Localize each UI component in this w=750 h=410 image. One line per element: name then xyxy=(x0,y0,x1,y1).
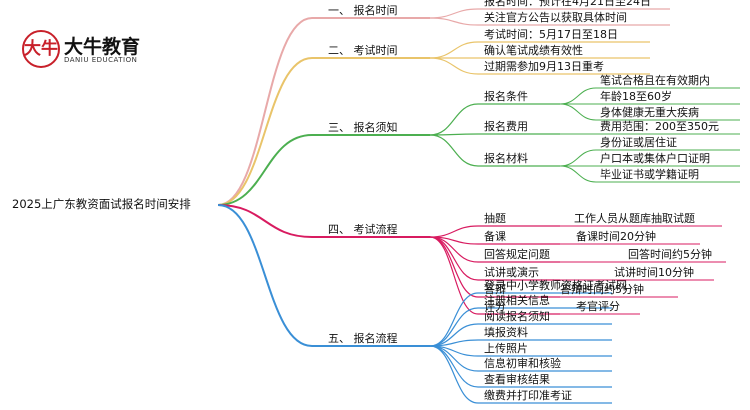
detail-leaf: 费用范围：200至350元 xyxy=(600,120,719,133)
root-topic: 2025上广东教资面试报名时间安排 xyxy=(12,197,191,211)
branch-edge xyxy=(217,204,313,347)
subtopic: 信息初审和核验 xyxy=(484,357,561,370)
detail-leaf: 答辩时间约5分钟 xyxy=(560,283,644,296)
subtopic: 阅读报名须知 xyxy=(484,310,550,323)
brand-logo: 大牛 大牛教育 DANIU EDUCATION xyxy=(22,30,172,74)
brand-mark-icon: 大牛 xyxy=(22,30,60,68)
subtopic: 登录中小学教师资格证考试网 xyxy=(484,279,627,292)
detail-leaf: 试讲时间10分钟 xyxy=(614,266,694,279)
subtopic-edge xyxy=(429,236,479,298)
subtopic: 查看审核结果 xyxy=(484,373,550,386)
branch-edge xyxy=(217,17,313,206)
subtopic: 报名材料 xyxy=(484,152,528,165)
subtopic: 回答规定问题 xyxy=(484,248,550,261)
subtopic: 评分 xyxy=(484,300,506,313)
subtopic: 关注官方公告以获取具体时间 xyxy=(484,11,627,24)
subtopic: 报名时间：预计在4月21日至24日 xyxy=(484,0,651,8)
detail-leaf: 备课时间20分钟 xyxy=(576,230,656,243)
branch-edge xyxy=(217,57,313,206)
branch-topic: 五、 报名流程 xyxy=(328,332,398,345)
detail-leaf: 工作人员从题库抽取试题 xyxy=(574,212,695,225)
branch-edge xyxy=(217,204,313,238)
subtopic-edge xyxy=(429,236,479,315)
detail-leaf: 笔试合格且在有效期内 xyxy=(600,74,710,87)
subtopic-edge xyxy=(429,41,479,59)
detail-leaf: 年龄18至60岁 xyxy=(600,90,672,103)
detail-leaf: 户口本或集体户口证明 xyxy=(600,152,710,165)
subtopic-edge xyxy=(429,57,479,75)
subtopic: 报名条件 xyxy=(484,90,528,103)
detail-leaf: 身体健康无重大疾病 xyxy=(600,106,699,119)
subtopic-edge xyxy=(429,345,479,388)
subtopic: 报名费用 xyxy=(484,120,528,133)
subtopic: 答辩 xyxy=(484,283,506,296)
detail-leaf: 考官评分 xyxy=(576,300,620,313)
branch-topic: 三、 报名须知 xyxy=(328,121,398,134)
branch-topic: 四、 考试流程 xyxy=(328,223,398,236)
brand-subtitle: DANIU EDUCATION xyxy=(64,56,138,64)
branch-topic: 一、 报名时间 xyxy=(328,4,398,17)
subtopic: 注册相关信息 xyxy=(484,294,550,307)
subtopic: 试讲或演示 xyxy=(484,266,539,279)
subtopic: 上传照片 xyxy=(484,342,528,355)
subtopic-edge xyxy=(429,103,479,136)
subtopic-edge xyxy=(429,225,479,238)
brand-name: 大牛教育 xyxy=(64,36,141,58)
detail-edge xyxy=(559,103,597,121)
subtopic: 备课 xyxy=(484,230,506,243)
detail-leaf: 回答时间约5分钟 xyxy=(628,248,712,261)
subtopic-edge xyxy=(429,292,479,347)
detail-edge xyxy=(559,165,597,183)
subtopic-edge xyxy=(429,8,479,19)
subtopic: 过期需参加9月13日重考 xyxy=(484,60,604,73)
subtopic-edge xyxy=(429,345,479,404)
branch-edge xyxy=(217,134,313,206)
branch-topic: 二、 考试时间 xyxy=(328,44,398,57)
subtopic: 确认笔试成绩有效性 xyxy=(484,44,583,57)
detail-leaf: 毕业证书或学籍证明 xyxy=(600,168,699,181)
detail-edge xyxy=(559,149,597,167)
detail-edge xyxy=(559,87,597,105)
subtopic-edge xyxy=(429,134,479,167)
subtopic: 考试时间：5月17日至18日 xyxy=(484,28,618,41)
subtopic-edge xyxy=(429,17,479,26)
subtopic: 抽题 xyxy=(484,212,506,225)
detail-leaf: 身份证或居住证 xyxy=(600,136,677,149)
subtopic: 缴费并打印准考证 xyxy=(484,389,572,402)
subtopic: 填报资料 xyxy=(484,326,528,339)
